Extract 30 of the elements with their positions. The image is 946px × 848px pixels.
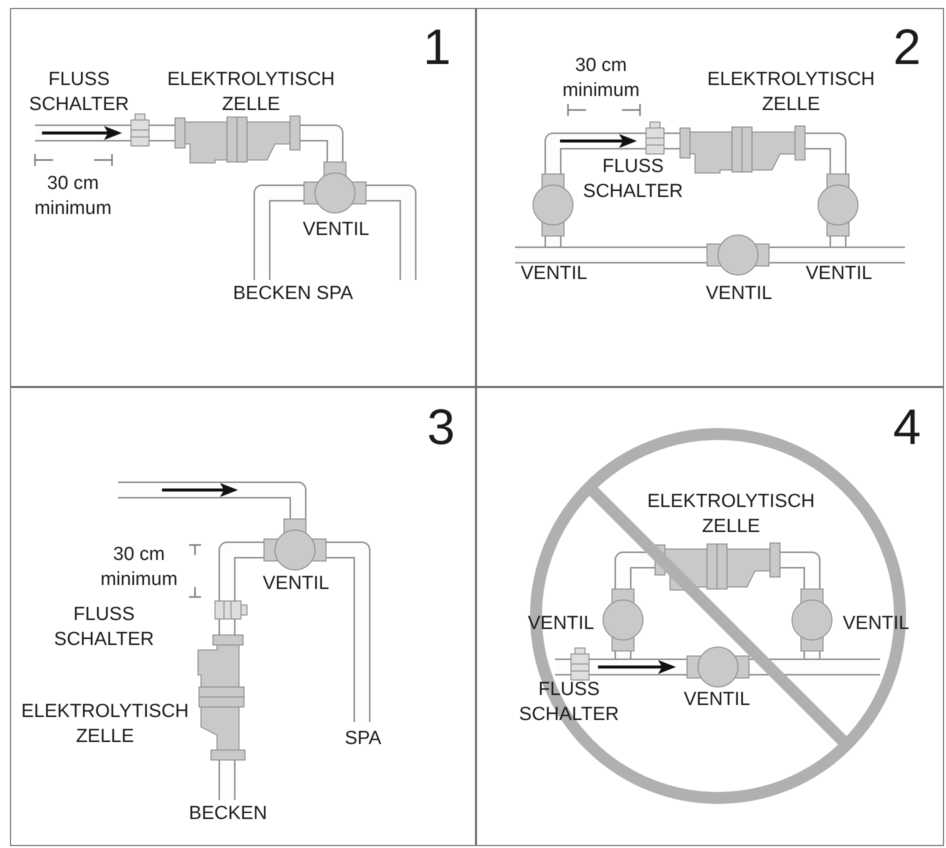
dimension-label: 30 cm minimum (99, 543, 179, 592)
panel-number: 2 (893, 21, 921, 73)
panel-number: 1 (423, 21, 451, 73)
component-label: BECKEN (188, 802, 268, 826)
component-label: FLUSS SCHALTER (582, 155, 684, 204)
component-label: VENTIL (806, 262, 872, 286)
component-label: VENTIL (706, 282, 772, 306)
component-label: VENTIL (842, 612, 910, 636)
component-label: ELEKTROLYTISCH ZELLE (166, 68, 336, 117)
component-label: VENTIL (528, 612, 594, 636)
panel (476, 387, 944, 846)
component-label: VENTIL (262, 572, 330, 596)
component-label: VENTIL (302, 218, 370, 242)
component-label: VENTIL (684, 688, 750, 712)
component-label: BECKEN SPA (232, 282, 354, 306)
dimension-label: 30 cm minimum (33, 172, 113, 221)
component-label: ELEKTROLYTISCH ZELLE (20, 700, 190, 749)
panel-number: 4 (893, 401, 921, 453)
component-label: FLUSS SCHALTER (53, 603, 155, 652)
component-label: ELEKTROLYTISCH ZELLE (706, 68, 876, 117)
component-label: FLUSS SCHALTER (518, 678, 620, 727)
component-label: FLUSS SCHALTER (28, 68, 130, 117)
panel (10, 387, 476, 846)
component-label: SPA (344, 727, 382, 751)
dimension-label: 30 cm minimum (561, 54, 641, 103)
panel-number: 3 (427, 401, 455, 453)
panel (476, 8, 944, 387)
panel (10, 8, 476, 387)
component-label: VENTIL (520, 262, 588, 286)
component-label: ELEKTROLYTISCH ZELLE (646, 490, 816, 539)
